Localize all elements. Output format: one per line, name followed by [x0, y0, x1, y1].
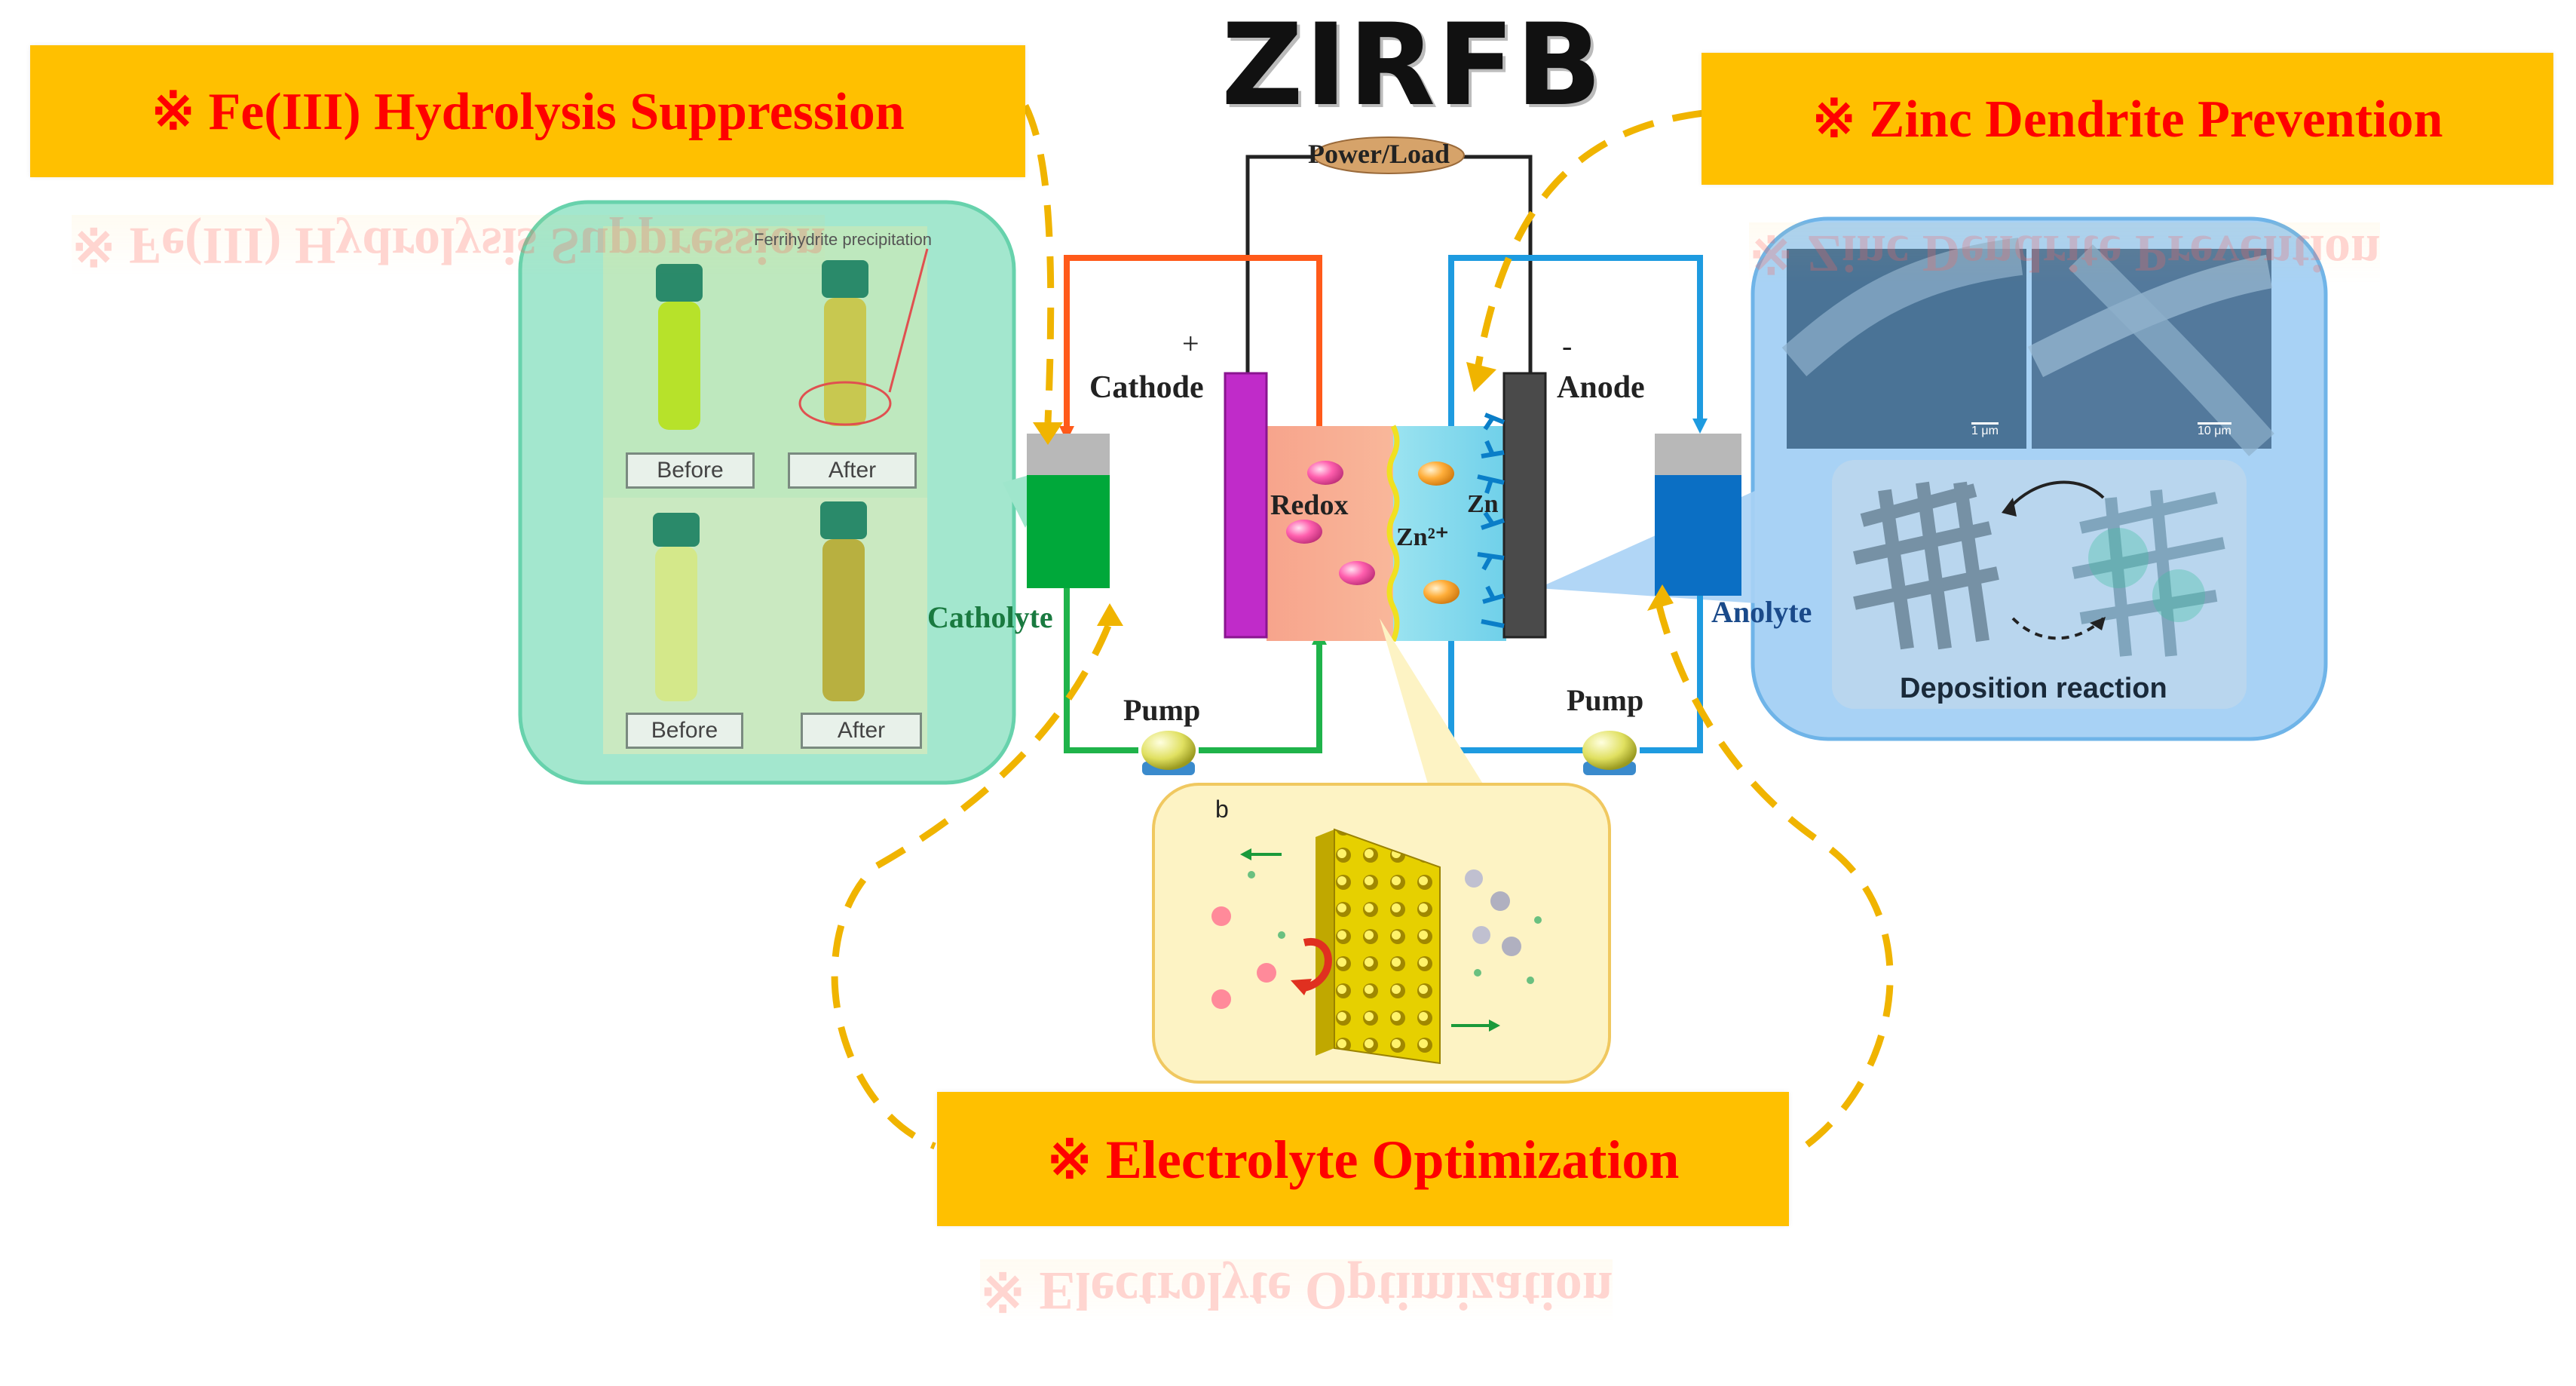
pipe-green-2: [1199, 637, 1322, 753]
ferrihydrite-caption: Ferrihydrite precipitation: [754, 230, 932, 249]
power-load-oval: [1313, 136, 1465, 174]
pipe-orange: [1064, 255, 1322, 434]
scale-bar-right: 10 μm: [2198, 422, 2231, 438]
vial-bottom-right: [820, 501, 867, 701]
anode-electrode: [1502, 372, 1547, 639]
arrow-bottom-left-tip: [1097, 603, 1123, 626]
cathode-label: Cathode: [1089, 370, 1204, 405]
scale-bar-left: 1 μm: [1971, 422, 1999, 438]
mesh-right: [2072, 489, 2225, 657]
zn-ion-1: [1418, 461, 1454, 486]
bottom-panel-particles: [1211, 869, 1542, 1009]
catholyte-tank-top: [1027, 434, 1110, 475]
minus-sign: -: [1562, 329, 1573, 363]
vial-bottom-left: [653, 513, 700, 701]
banner-electrolyte: ※ Electrolyte Optimization: [937, 1092, 1789, 1226]
pump-right-icon: [1582, 731, 1637, 775]
power-load-label: Power/Load: [1308, 139, 1450, 169]
vial-top-left: [656, 264, 703, 430]
banner-hydrolysis-reflection: ※ Fe(III) Hydrolysis Suppression: [72, 215, 825, 278]
arrow-left-tip: [1033, 422, 1063, 445]
panel-b-label: b: [1215, 796, 1229, 823]
banner-hydrolysis: ※ Fe(III) Hydrolysis Suppression: [30, 45, 1025, 177]
catholyte-label: Catholyte: [927, 600, 1053, 634]
zn-chamber: [1393, 426, 1506, 641]
label-before-1: Before: [626, 452, 755, 489]
mesh-left: [1853, 481, 1999, 650]
anolyte-label: Anolyte: [1711, 595, 1812, 629]
label-after-2: After: [801, 713, 922, 749]
dashed-connectors: [831, 103, 1894, 1157]
deposition-box: [1832, 460, 2247, 709]
plus-sign: +: [1182, 327, 1199, 360]
banner-dendrite-reflection: ※ Zinc Dendrite Prevention: [1749, 222, 2380, 285]
diagram-title: ZIRFB: [1221, 0, 1603, 131]
zinc-dendrites: [1477, 412, 1505, 628]
pump-right-label: Pump: [1567, 683, 1644, 717]
cathode-electrode: [1224, 372, 1268, 639]
pipe-blue-bottom-2: [1448, 641, 1583, 753]
redox-ion-3: [1339, 561, 1375, 585]
redox-ion-2: [1286, 520, 1322, 544]
banner-electrolyte-reflection: ※ Electrolyte Optimization: [980, 1259, 1613, 1323]
catholyte-tank: [1027, 475, 1110, 588]
mesh-membrane: [1334, 828, 1441, 1065]
membrane: [1386, 425, 1400, 642]
arrow-right-tip: [1466, 362, 1496, 392]
anolyte-tank-top: [1655, 434, 1741, 475]
zn-label: Zn: [1467, 490, 1499, 518]
redox-ion-1: [1307, 461, 1343, 485]
pipe-blue-top: [1448, 255, 1703, 430]
wire-power: [1245, 155, 1533, 377]
zn-ion-label: Zn²⁺: [1396, 523, 1449, 551]
bottom-panel-pointer: [1380, 618, 1493, 799]
pump-left-icon: [1141, 731, 1196, 775]
pump-left-label: Pump: [1123, 693, 1201, 727]
mesh-membrane-side: [1316, 829, 1334, 1056]
redox-chamber: [1267, 426, 1393, 641]
banner-dendrite: ※ Zinc Dendrite Prevention: [1702, 53, 2553, 185]
label-before-2: Before: [626, 713, 743, 749]
redox-label: Redox: [1270, 489, 1349, 521]
label-after-1: After: [788, 452, 917, 489]
anode-label: Anode: [1557, 370, 1645, 405]
arrow-bottom-right-tip: [1647, 584, 1674, 611]
deposition-caption: Deposition reaction: [1900, 673, 2167, 704]
anolyte-tank: [1655, 475, 1741, 596]
zn-ion-2: [1423, 580, 1460, 604]
pipe-blue-bottom: [1640, 596, 1703, 753]
pipe-green: [1064, 588, 1138, 753]
vial-top-right: [798, 248, 929, 426]
